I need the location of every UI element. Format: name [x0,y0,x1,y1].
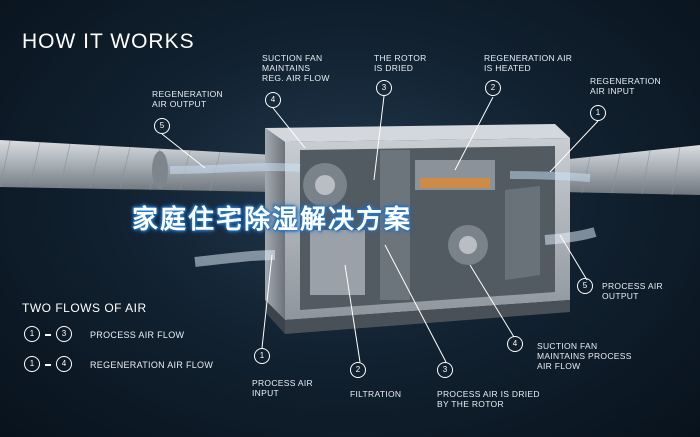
flow-dash [45,334,51,336]
callout-badge: 5 [154,118,170,134]
callout-badge: 2 [350,362,366,378]
callout-label: PROCESS AIR IS DRIED BY THE ROTOR [437,389,540,409]
callout-label: REGENERATION AIR OUTPUT [152,89,223,109]
callout-label: SUCTION FAN MAINTAINS REG. AIR FLOW [262,53,330,83]
flow-badge-end: 4 [56,356,72,372]
callout-label: FILTRATION [350,389,402,399]
flow-label: PROCESS AIR FLOW [90,330,185,340]
callout-label: PROCESS AIR OUTPUT [602,281,663,301]
flow-label: REGENERATION AIR FLOW [90,360,214,370]
callout-badge: 4 [507,336,523,352]
callout-label: REGENERATION AIR IS HEATED [484,53,573,73]
flow-badge-start: 1 [24,326,40,342]
callout-badge: 4 [265,92,281,108]
callout-badge: 5 [577,278,593,294]
flow-badge-start: 1 [24,356,40,372]
flows-title: TWO FLOWS OF AIR [22,301,147,315]
callout-badge: 1 [590,105,606,121]
right-duct [560,145,700,196]
callout-label: THE ROTOR IS DRIED [374,53,427,73]
callout-label: REGENERATION AIR INPUT [590,76,661,96]
callout-badge: 3 [437,362,453,378]
callout-leaders [161,95,599,363]
dehumidifier-unit [265,124,570,334]
page-title: HOW IT WORKS [22,30,195,53]
callout-badge: 3 [376,80,392,96]
callout-label: SUCTION FAN MAINTAINS PROCESS AIR FLOW [537,341,632,371]
callout-badge: 2 [485,80,501,96]
left-duct [0,140,275,192]
overlay-banner: 家庭住宅除湿解决方案 [132,204,413,234]
airflow-arrows [169,163,597,267]
callout-badge: 1 [254,348,270,364]
flow-badge-end: 3 [56,326,72,342]
flow-dash [45,364,51,366]
callout-label: PROCESS AIR INPUT [252,378,313,398]
